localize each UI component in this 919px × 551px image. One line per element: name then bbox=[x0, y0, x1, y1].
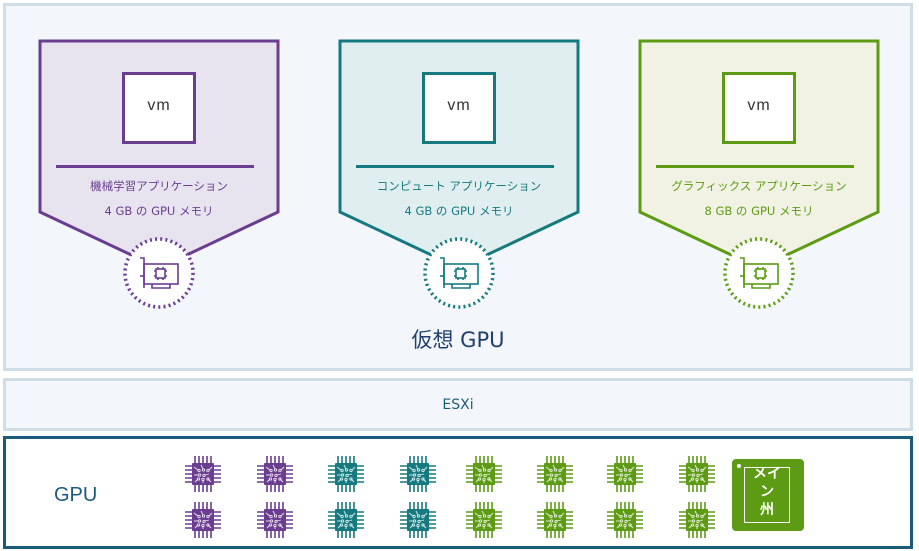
main-memory-dot bbox=[737, 464, 741, 468]
chip-icon bbox=[400, 456, 436, 492]
chip-icon bbox=[537, 502, 573, 538]
gpu-label: GPU bbox=[54, 484, 98, 506]
esxi-panel: ESXi bbox=[3, 378, 913, 431]
main-memory-block: メイ ン 州 bbox=[732, 459, 804, 531]
chip-icon bbox=[679, 502, 715, 538]
chip-icon bbox=[466, 502, 502, 538]
main-memory-frame bbox=[744, 467, 790, 523]
gpu-panel: GPU メイ ン 州 bbox=[3, 436, 913, 549]
virtual-gpu-label: 仮想 GPU bbox=[411, 328, 505, 352]
vm-gpu-memory: 8 GB の GPU メモリ bbox=[704, 204, 814, 218]
gpu-card-icon bbox=[123, 237, 195, 309]
vm-icon-label: vm bbox=[147, 97, 171, 114]
vm-card: vm 機械学習アプリケーション 4 GB の GPU メモリ bbox=[38, 39, 280, 309]
vm-gpu-memory: 4 GB の GPU メモリ bbox=[404, 204, 514, 218]
main-memory-label: メイ ン 州 bbox=[744, 465, 790, 519]
vm-icon: vm bbox=[122, 72, 196, 144]
vm-card-shield bbox=[638, 39, 880, 270]
chip-icon bbox=[185, 502, 221, 538]
chip-icon bbox=[607, 502, 643, 538]
vm-app-name: 機械学習アプリケーション bbox=[90, 179, 228, 193]
gpu-card-icon bbox=[423, 237, 495, 309]
vm-app-name: グラフィックス アプリケーション bbox=[671, 179, 847, 193]
chip-icon bbox=[679, 456, 715, 492]
esxi-label: ESXi bbox=[442, 397, 474, 413]
vm-divider bbox=[356, 165, 554, 168]
vm-card: vm コンピュート アプリケーション 4 GB の GPU メモリ bbox=[338, 39, 580, 309]
chip-icon bbox=[466, 456, 502, 492]
vm-divider bbox=[656, 165, 854, 168]
vm-card: vm グラフィックス アプリケーション 8 GB の GPU メモリ bbox=[638, 39, 880, 309]
main-memory-label-line3: 州 bbox=[760, 502, 774, 518]
main-memory-label-line1: メイ bbox=[753, 466, 781, 482]
virtual-gpu-panel: vm 機械学習アプリケーション 4 GB の GPU メモリ vm コンピュート アプリ… bbox=[3, 3, 913, 371]
chip-icon bbox=[328, 502, 364, 538]
chip-icon bbox=[537, 456, 573, 492]
gpu-card-icon bbox=[723, 237, 795, 309]
chip-icon bbox=[607, 456, 643, 492]
chip-icon bbox=[257, 502, 293, 538]
vm-card-shield bbox=[338, 39, 580, 270]
chip-icon bbox=[400, 502, 436, 538]
vm-icon-label: vm bbox=[747, 97, 771, 114]
chip-icon bbox=[185, 456, 221, 492]
vm-card-shield bbox=[38, 39, 280, 270]
vm-gpu-memory: 4 GB の GPU メモリ bbox=[104, 204, 214, 218]
chip-icon bbox=[328, 456, 364, 492]
chip-icon bbox=[257, 456, 293, 492]
vm-icon: vm bbox=[722, 72, 796, 144]
vm-icon: vm bbox=[422, 72, 496, 144]
vm-divider bbox=[56, 165, 254, 168]
vm-app-name: コンピュート アプリケーション bbox=[376, 179, 542, 193]
main-memory-label-line2: ン bbox=[760, 484, 774, 500]
vm-icon-label: vm bbox=[447, 97, 471, 114]
